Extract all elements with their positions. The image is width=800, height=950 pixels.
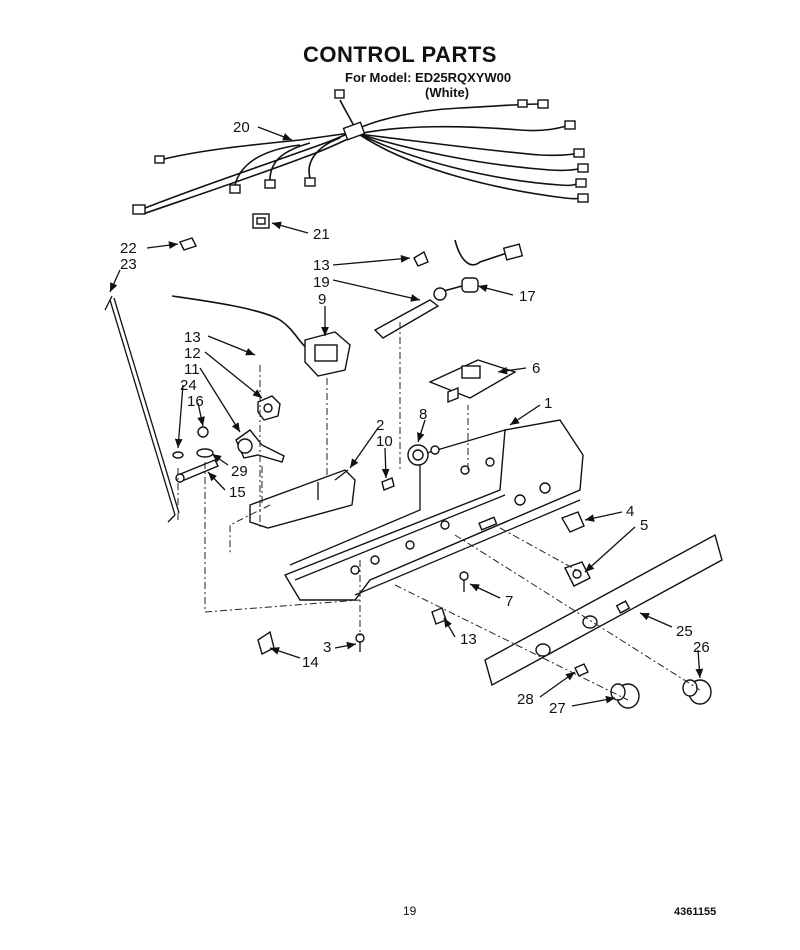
wiring-harness-part-20: [132, 89, 589, 215]
clip-part-14: [257, 630, 275, 656]
callout-17: 17: [519, 288, 536, 305]
callout-13-lower: 13: [460, 631, 477, 648]
switch-part-4: [560, 511, 585, 533]
callout-28: 28: [517, 691, 534, 708]
bracket-part-12: [257, 395, 281, 421]
page-number: 19: [403, 904, 417, 918]
callout-15: 15: [229, 484, 246, 501]
clip-part-21: [252, 213, 270, 229]
knob-part-26: [682, 679, 712, 705]
callout-29: 29: [231, 463, 248, 480]
bracket-part-22: [179, 237, 197, 251]
small-parts-15-16-24-29: [172, 426, 219, 483]
callout-21: 21: [313, 226, 330, 243]
callout-16: 16: [187, 393, 204, 410]
thermostat-part-9: [171, 295, 351, 377]
page-title: CONTROL PARTS: [303, 42, 497, 67]
callout-8: 8: [419, 406, 427, 423]
callout-11: 11: [184, 361, 200, 378]
callout-9: 9: [318, 291, 326, 308]
screw-part-3: [355, 633, 365, 652]
pointer-part-28: [574, 663, 589, 677]
leader-lines: [109, 126, 704, 707]
document-number: 4361155: [674, 906, 717, 918]
callout-26: 26: [693, 639, 710, 656]
control-panel-part-25: [484, 533, 723, 687]
callout-labels: 20 21 22 23 13 19 17 9 13 12 11 24 16 6 …: [120, 119, 710, 717]
callout-12: 12: [184, 345, 201, 362]
color-line: (White): [425, 85, 470, 100]
callout-14: 14: [302, 654, 319, 671]
callout-3: 3: [323, 639, 331, 656]
callout-13-mid: 13: [184, 329, 201, 346]
control-housing-part-1: [283, 419, 584, 601]
bracket-plate-part-2: [249, 469, 356, 529]
callout-25: 25: [676, 623, 693, 640]
screw-part-13-top: [413, 250, 429, 267]
callout-7: 7: [505, 593, 513, 610]
callout-19: 19: [313, 274, 330, 291]
callout-4: 4: [626, 503, 634, 520]
callout-20: 20: [233, 119, 250, 136]
callout-27: 27: [549, 700, 566, 717]
rod-part-23: [104, 295, 180, 523]
callout-24: 24: [180, 377, 197, 394]
screw-part-10: [381, 477, 395, 491]
callout-22: 22: [120, 240, 137, 257]
knob-part-27: [610, 683, 640, 709]
grommet-part-8: [407, 444, 429, 466]
alignment-lines: [177, 322, 701, 701]
callout-6: 6: [532, 360, 540, 377]
callout-5: 5: [640, 517, 648, 534]
model-line: For Model: ED25RQXYW00: [345, 70, 512, 85]
screw-part-13-lower: [431, 607, 447, 625]
screw-part-7: [459, 571, 469, 592]
callout-13-top: 13: [313, 257, 330, 274]
sensor-assembly-parts-17-19: [373, 239, 524, 339]
callout-10: 10: [376, 433, 393, 450]
control-board-part-6: [428, 359, 517, 404]
callout-23: 23: [120, 256, 137, 273]
callout-1: 1: [544, 395, 552, 412]
switch-part-5: [564, 561, 591, 587]
callout-2: 2: [376, 417, 384, 434]
